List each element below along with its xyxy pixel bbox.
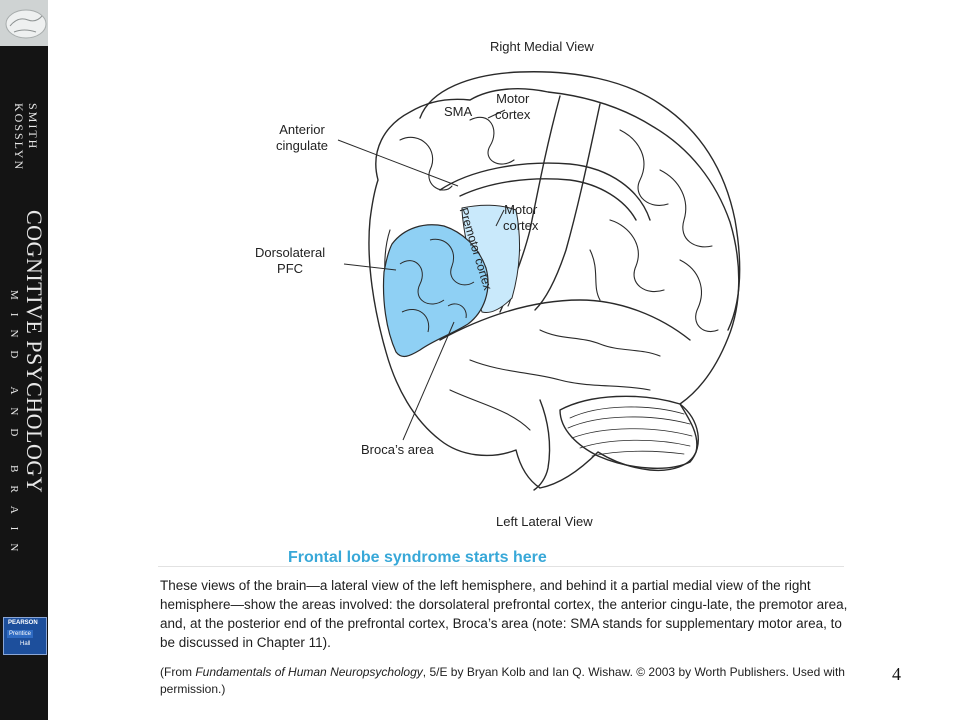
- postcentral-sulcus: [534, 103, 601, 311]
- corpus-callosum: [459, 178, 637, 221]
- anterior-cingulate-line2: cingulate: [276, 138, 329, 153]
- anterior-cingulate-line1: Anterior: [279, 122, 325, 137]
- left-lateral-view-label: Left Lateral View: [496, 514, 593, 529]
- dorsolateral-pfc-region: [382, 224, 489, 358]
- sma-label: SMA: [444, 104, 473, 119]
- cerebellum-folds: [567, 406, 693, 457]
- caption-text: These views of the brain—a lateral view …: [160, 578, 848, 650]
- dorsolateral-pfc-label: Dorsolateral PFC: [255, 245, 325, 277]
- cingulate-gyrus: [439, 162, 651, 221]
- leader-broca: [402, 321, 455, 441]
- motor-cortex-top-line1: Motor: [496, 91, 530, 106]
- publisher-pearson: PEARSON: [8, 620, 38, 626]
- motor-cortex-top-label: Motor cortex: [495, 91, 530, 123]
- medial-hemisphere-outline: [419, 71, 741, 331]
- right-medial-view-label: Right Medial View: [490, 39, 594, 54]
- dlpfc-folds: [399, 238, 475, 333]
- publisher-logo: PEARSON Prentice Hall: [3, 617, 47, 655]
- cover-logo-image: [0, 0, 48, 46]
- page-number: 4: [892, 664, 901, 684]
- caption-heading-bar: [158, 542, 844, 567]
- leader-motor-mid: [495, 209, 505, 227]
- credit-suffix: , 5/E by Bryan Kolb and Ian Q. Wishaw. ©…: [160, 665, 845, 696]
- credit-book-title: Fundamentals of Human Neuropsychology: [195, 665, 423, 679]
- publisher-hall: Hall: [20, 641, 31, 647]
- brocas-area-label: Broca’s area: [361, 442, 434, 457]
- dorsolateral-pfc-line2: PFC: [277, 261, 304, 276]
- motor-cortex-mid-label: Motor cortex: [503, 202, 538, 234]
- leader-dlpfc: [343, 263, 397, 271]
- dorsolateral-pfc-line1: Dorsolateral: [255, 245, 326, 260]
- lateral-sulcus: [439, 299, 691, 341]
- caption-heading: Frontal lobe syndrome starts here: [288, 549, 547, 566]
- credit-prefix: (From: [160, 665, 196, 679]
- cerebellum-outline: [559, 395, 699, 469]
- leader-anterior-cingulate: [337, 139, 459, 187]
- publisher-prentice: Prentice: [7, 630, 34, 638]
- brain-stem-outline: [533, 399, 551, 491]
- leader-lines: [337, 109, 506, 441]
- book-cover-sidebar: SMITH KOSSLYN COGNITIVE PSYCHOLOGY MIND …: [0, 0, 48, 720]
- caption-credit: (From Fundamentals of Human Neuropsychol…: [160, 664, 850, 698]
- lateral-hemisphere-outline: [368, 88, 740, 489]
- leader-motor-top: [487, 109, 506, 119]
- motor-cortex-mid-line1: Motor: [504, 202, 538, 217]
- motor-cortex-top-line2: cortex: [495, 107, 531, 122]
- motor-cortex-mid-line2: cortex: [503, 218, 539, 233]
- cover-art-icon: [5, 9, 47, 39]
- anterior-cingulate-label: Anterior cingulate: [276, 122, 328, 154]
